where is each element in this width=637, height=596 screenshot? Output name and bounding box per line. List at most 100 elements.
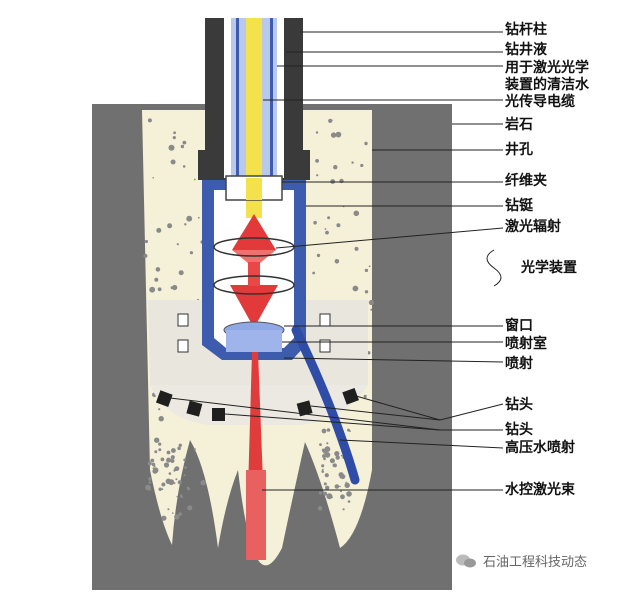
label-borehole: 井孔 <box>505 142 533 158</box>
rock-speckle <box>174 466 180 471</box>
rock-speckle <box>316 174 319 177</box>
rock-speckle <box>180 144 185 149</box>
rock-speckle <box>327 216 331 220</box>
rock-speckle <box>177 480 182 485</box>
nozzle <box>319 339 331 353</box>
rock-speckle <box>340 494 345 500</box>
rock-speckle <box>180 494 183 497</box>
rock-speckle <box>312 271 316 275</box>
rock-speckle <box>368 299 374 306</box>
rock-speckle <box>347 500 351 503</box>
label-drill-bit: 钻头 <box>505 397 533 413</box>
rock-speckle <box>333 165 338 170</box>
rock-speckle <box>147 118 152 123</box>
rock-speckle <box>154 450 158 454</box>
rock-speckle <box>364 268 369 273</box>
rock-speckle <box>155 267 161 272</box>
rock-speckle <box>329 458 335 464</box>
label-cleaning-water-1: 用于激光光学 <box>505 60 589 76</box>
label-high-pressure-jet: 高压水喷射 <box>505 440 575 456</box>
rock-speckle <box>148 481 152 484</box>
lens-ring-lower <box>213 275 295 295</box>
optical-cable <box>246 18 262 218</box>
rock-speckle <box>323 482 327 486</box>
rock-speckle <box>354 246 359 251</box>
label-drill-string: 钻杆柱 <box>505 22 547 38</box>
rock-speckle <box>182 165 186 168</box>
rock-speckle <box>186 486 190 489</box>
rock-speckle <box>166 457 172 463</box>
rock-speckles <box>143 118 374 521</box>
rock-speckle <box>197 216 200 219</box>
rock-speckle <box>321 428 327 434</box>
nozzle <box>177 313 189 327</box>
rock-speckle <box>323 457 326 461</box>
rock-speckle <box>158 448 162 452</box>
rock-speckle <box>152 177 154 179</box>
fluid-line-right <box>270 18 273 178</box>
rock-speckle <box>315 131 319 134</box>
label-optical-device: 光学装置 <box>521 260 577 276</box>
label-optical-cable: 光传导电缆 <box>505 94 575 110</box>
rock-speckle <box>340 490 342 493</box>
watermark: 石油工程科技动态 <box>455 551 587 570</box>
rock-speckle <box>318 491 323 495</box>
rock-speckle <box>332 463 336 467</box>
rock-speckle <box>319 443 322 446</box>
rock-speckle <box>368 265 371 268</box>
rock-speckle <box>173 131 177 135</box>
rock-speckle <box>344 482 350 488</box>
rock-speckle <box>193 178 196 181</box>
rock-speckle <box>347 428 350 432</box>
label-drilling-fluid: 钻井液 <box>505 42 547 58</box>
rock-speckle <box>200 480 206 486</box>
rock-speckle <box>167 508 170 511</box>
rock-speckle <box>149 488 152 491</box>
rock-speckle <box>172 284 178 291</box>
rock-speckle <box>170 159 176 165</box>
rock-speckle <box>168 144 175 151</box>
rock-speckle <box>316 253 321 258</box>
rock-speckle <box>183 474 186 477</box>
rock-speckle <box>156 227 162 233</box>
rock-speckle <box>340 454 343 457</box>
rock-speckle <box>186 215 193 222</box>
rock-speckle <box>154 437 160 443</box>
rock-speckle <box>325 230 329 235</box>
rock-speckle <box>160 457 165 462</box>
rock-speckle <box>339 178 344 184</box>
rock-speckle <box>149 286 156 293</box>
fiber-clamp-core <box>246 178 262 200</box>
rock-speckle <box>323 450 327 454</box>
rock-speckle <box>339 476 342 479</box>
laser-cone-middle <box>232 250 276 268</box>
rock-speckle <box>178 512 182 516</box>
rock-speckle <box>315 159 319 163</box>
rock-speckle <box>176 495 179 498</box>
rock-speckle <box>154 277 159 282</box>
label-drill-bit-2: 钻头 <box>505 422 533 438</box>
rock-speckle <box>158 408 161 411</box>
rock-speckle <box>172 136 176 140</box>
fluid-line-left <box>236 18 239 178</box>
rock-speckle <box>342 508 345 511</box>
rock-speckle <box>161 515 167 521</box>
rock-speckle <box>143 253 148 258</box>
watermark-text: 石油工程科技动态 <box>483 555 588 570</box>
rock-speckle <box>351 161 354 164</box>
bit-cutter <box>296 400 313 417</box>
rock-speckle <box>182 140 187 145</box>
rock-speckle <box>330 119 333 122</box>
rock-speckle <box>313 220 317 225</box>
rock-speckle <box>353 210 360 217</box>
rock-speckle <box>168 472 172 475</box>
rock-speckle <box>326 442 329 445</box>
rock-speckle <box>334 484 340 489</box>
laser-cone-upper <box>232 214 276 250</box>
leader-lines <box>169 31 504 491</box>
label-window: 窗口 <box>505 318 533 334</box>
rock-speckle <box>151 462 156 467</box>
rock-speckle <box>166 450 171 455</box>
rock-speckle <box>334 451 340 457</box>
